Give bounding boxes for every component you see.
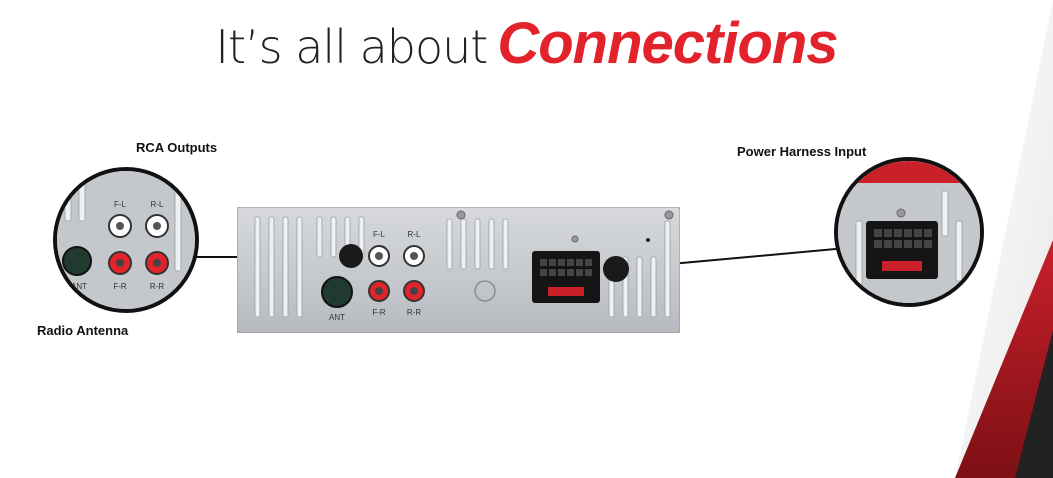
- svg-text:ANT: ANT: [71, 282, 87, 291]
- power-harness-label: Power Harness Input: [737, 144, 867, 159]
- title-prefix: It’s all about: [215, 20, 488, 74]
- power-harness-zoom-circle: [834, 157, 984, 307]
- radio-antenna-label: Radio Antenna: [37, 323, 129, 338]
- svg-text:F-L: F-L: [114, 200, 127, 209]
- svg-text:F-L: F-L: [373, 230, 386, 239]
- title-emphasis: Connections: [497, 11, 838, 76]
- svg-text:F-R: F-R: [113, 282, 127, 291]
- panel-ant-text: ANT: [329, 313, 345, 322]
- power-callout-dot: [603, 256, 629, 282]
- svg-text:R-R: R-R: [407, 308, 421, 317]
- rca-outputs-label: RCA Outputs: [136, 140, 218, 155]
- radio-back-panel: ANT F-L R-L F-R R-R: [237, 207, 680, 333]
- svg-text:R-L: R-L: [408, 230, 421, 239]
- rca-callout-dot: [339, 244, 363, 268]
- rca-zoom-image: F-L R-L F-R R-R ANT: [57, 171, 195, 309]
- power-harness-zoom-image: [838, 161, 980, 303]
- svg-text:R-L: R-L: [151, 200, 164, 209]
- rca-zoom-circle: F-L R-L F-R R-R ANT: [53, 167, 199, 313]
- svg-text:F-R: F-R: [372, 308, 386, 317]
- svg-text:R-R: R-R: [150, 282, 164, 291]
